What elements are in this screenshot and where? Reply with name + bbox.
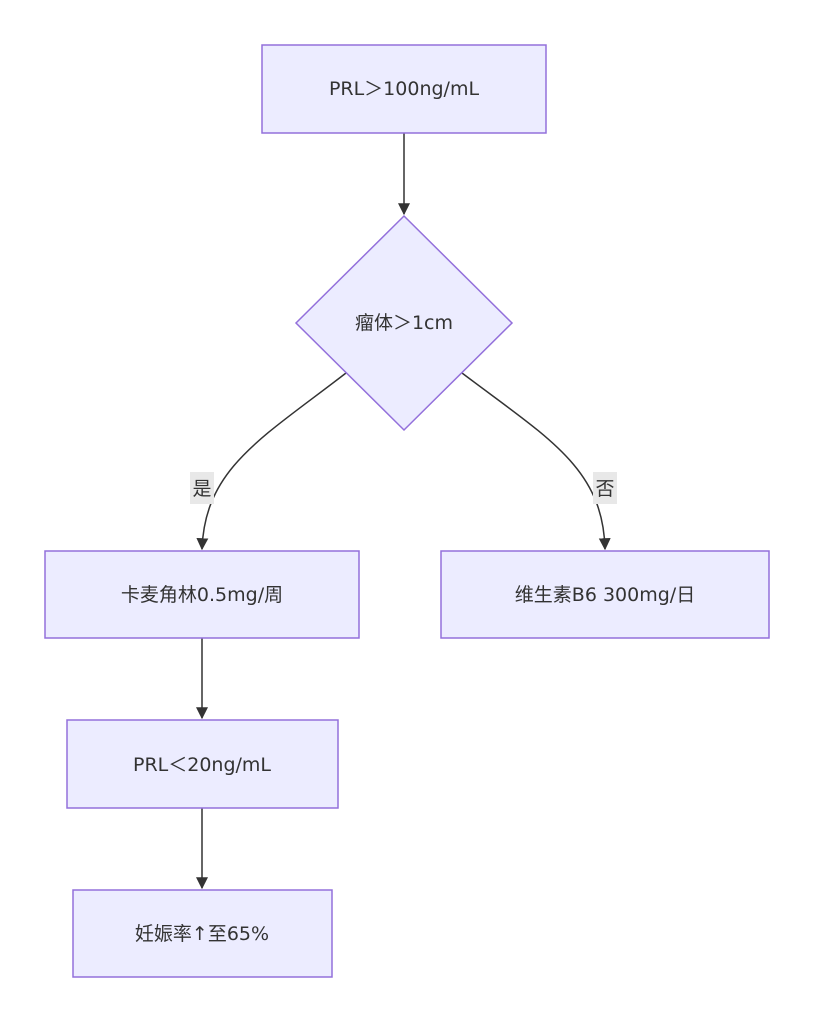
node-after-yes-label: PRL＜20ng/mL: [133, 754, 271, 776]
edge-label-no-text: 否: [595, 478, 614, 500]
node-outcome: 妊娠率↑至65%: [72, 889, 333, 978]
edge-label-yes-text: 是: [192, 478, 211, 500]
edge-decision-to-no: [461, 372, 611, 551]
node-yes-branch-label: 卡麦角林0.5mg/周: [121, 584, 283, 606]
edge-label-yes: 是: [190, 472, 214, 504]
node-yes-branch: 卡麦角林0.5mg/周: [44, 550, 360, 639]
node-no-branch-label: 维生素B6 300mg/日: [515, 584, 695, 606]
node-start-label: PRL＞100ng/mL: [329, 78, 480, 100]
node-outcome-label: 妊娠率↑至65%: [135, 923, 269, 945]
edge-decision-to-yes: [196, 372, 347, 551]
node-decision-label: 瘤体＞1cm: [355, 312, 453, 334]
node-after-yes: PRL＜20ng/mL: [66, 719, 339, 809]
node-start: PRL＞100ng/mL: [261, 44, 547, 134]
node-decision: 瘤体＞1cm: [294, 214, 514, 432]
edge-label-no: 否: [593, 472, 617, 504]
node-no-branch: 维生素B6 300mg/日: [440, 550, 770, 639]
